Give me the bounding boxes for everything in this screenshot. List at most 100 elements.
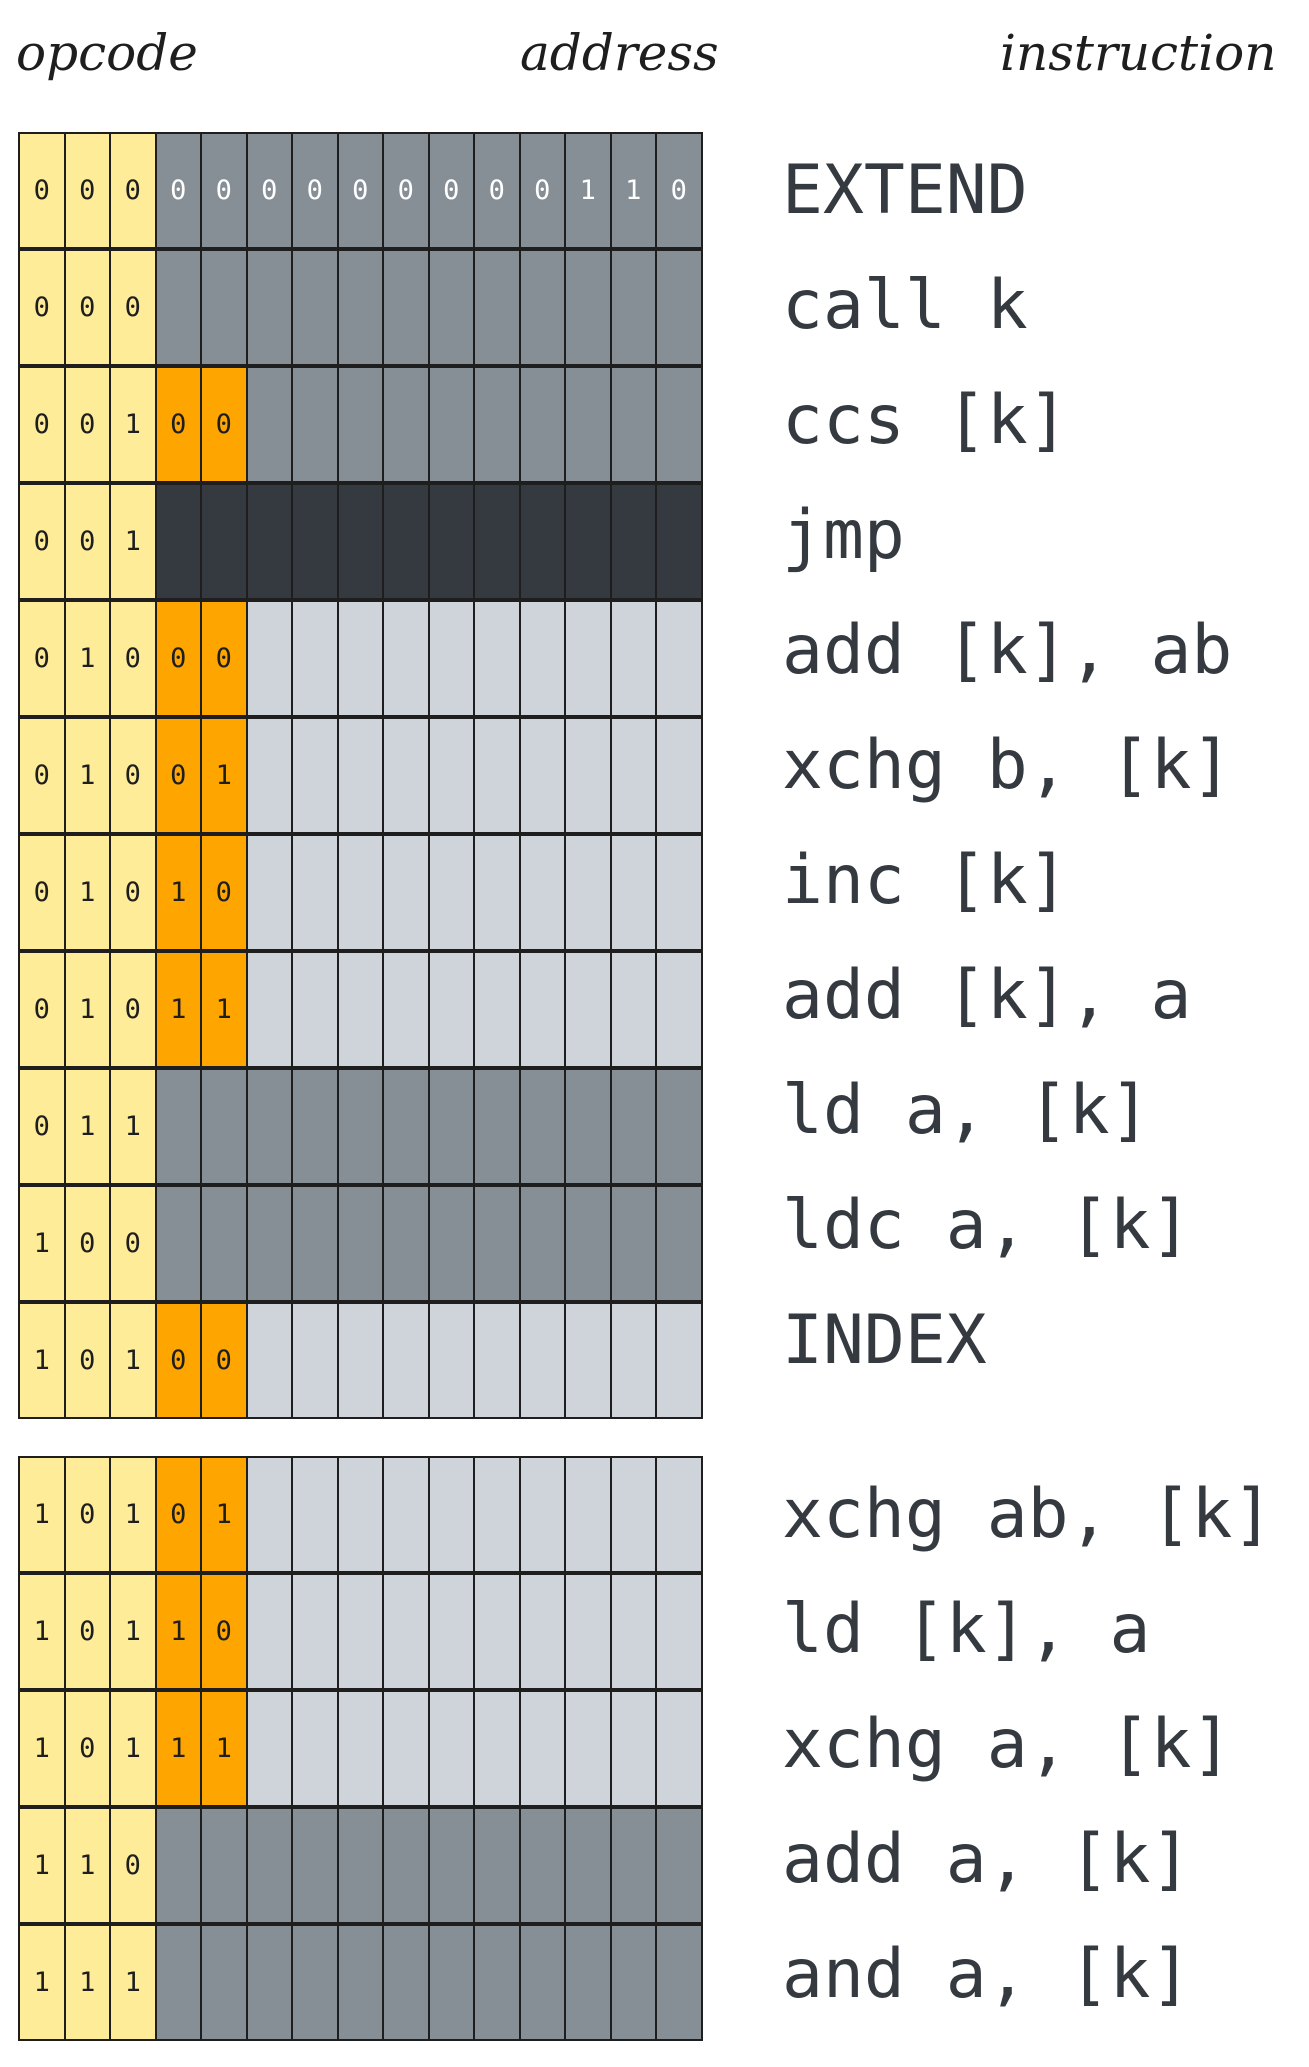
address-bit [291, 600, 339, 717]
extended-opcode-bit: 0 [154, 717, 202, 834]
address-bit [427, 717, 475, 834]
address-bit [473, 600, 521, 717]
address-bit [245, 1302, 293, 1419]
address-bit [200, 483, 248, 600]
address-bit [609, 1690, 657, 1807]
address-bit [518, 951, 566, 1068]
address-bit [245, 600, 293, 717]
address-bit [655, 951, 703, 1068]
address-bit [655, 249, 703, 366]
address-bit [245, 951, 293, 1068]
address-bit [245, 1456, 293, 1573]
address-bit [291, 249, 339, 366]
address-bit [382, 1807, 430, 1924]
opcode-bit: 0 [109, 1807, 157, 1924]
address-bit [564, 951, 612, 1068]
address-bit [245, 249, 293, 366]
address-bit [154, 483, 202, 600]
opcode-bit: 0 [18, 366, 66, 483]
address-bit [245, 717, 293, 834]
opcode-bit: 0 [63, 132, 111, 249]
address-bit [518, 483, 566, 600]
extended-opcode-bit: 0 [200, 600, 248, 717]
opcode-bit: 0 [63, 366, 111, 483]
address-bit [609, 1807, 657, 1924]
address-bit [564, 1068, 612, 1185]
address-bit [427, 1456, 475, 1573]
address-bit [609, 717, 657, 834]
address-bit [200, 1185, 248, 1302]
address-bit [427, 1690, 475, 1807]
address-bit [382, 834, 430, 951]
address-bit [564, 1185, 612, 1302]
address-bit [291, 1302, 339, 1419]
instruction-label: xchg ab, [k] [782, 1475, 1274, 1554]
opcode-bit: 1 [63, 1924, 111, 2041]
address-bit [200, 249, 248, 366]
address-bit [427, 1068, 475, 1185]
address-bit [473, 951, 521, 1068]
address-bit [382, 1456, 430, 1573]
address-bit: 1 [564, 132, 612, 249]
opcode-bit: 1 [18, 1185, 66, 1302]
address-bit [564, 483, 612, 600]
address-bit [564, 600, 612, 717]
instruction-label: xchg b, [k] [782, 726, 1233, 805]
address-bit [655, 1573, 703, 1690]
address-bit [382, 1302, 430, 1419]
opcode-bit: 0 [18, 249, 66, 366]
address-bit [154, 249, 202, 366]
opcode-bit: 0 [109, 600, 157, 717]
opcode-header: opcode [16, 24, 198, 82]
address-bit [427, 1302, 475, 1419]
opcode-bit: 1 [18, 1690, 66, 1807]
instruction-label: ldc a, [k] [782, 1186, 1192, 1265]
address-bit [291, 717, 339, 834]
address-bit [245, 483, 293, 600]
opcode-bit: 0 [18, 483, 66, 600]
address-bit [609, 1924, 657, 2041]
address-bit [336, 1302, 384, 1419]
opcode-bit: 0 [63, 1690, 111, 1807]
address-bit [382, 249, 430, 366]
address-bit [336, 717, 384, 834]
extended-opcode-bit: 0 [200, 834, 248, 951]
opcode-bit: 1 [18, 1807, 66, 1924]
address-bit: 0 [245, 132, 293, 249]
address-bit [564, 1807, 612, 1924]
address-bit [336, 1924, 384, 2041]
instruction-label: ld a, [k] [782, 1071, 1151, 1150]
opcode-bit: 0 [109, 249, 157, 366]
extended-opcode-bit: 1 [200, 1690, 248, 1807]
address-bit [655, 1068, 703, 1185]
extended-opcode-bit: 1 [154, 1690, 202, 1807]
address-bit [336, 1185, 384, 1302]
address-bit [564, 1456, 612, 1573]
extended-opcode-bit: 1 [154, 834, 202, 951]
address-bit [609, 366, 657, 483]
address-bit [245, 1924, 293, 2041]
address-bit [382, 1185, 430, 1302]
address-bit [609, 1302, 657, 1419]
opcode-bit: 0 [18, 1068, 66, 1185]
address-bit [473, 1302, 521, 1419]
opcode-bit: 1 [18, 1456, 66, 1573]
address-bit [473, 366, 521, 483]
address-bit [291, 1456, 339, 1573]
address-bit: 0 [427, 132, 475, 249]
address-bit [200, 1807, 248, 1924]
address-bit [655, 1302, 703, 1419]
opcode-bit: 1 [18, 1573, 66, 1690]
address-bit: 0 [473, 132, 521, 249]
address-bit [427, 600, 475, 717]
address-bit [609, 951, 657, 1068]
address-bit [655, 1807, 703, 1924]
opcode-bit: 0 [109, 132, 157, 249]
address-bit [609, 1456, 657, 1573]
address-bit [473, 1924, 521, 2041]
opcode-bit: 0 [18, 600, 66, 717]
